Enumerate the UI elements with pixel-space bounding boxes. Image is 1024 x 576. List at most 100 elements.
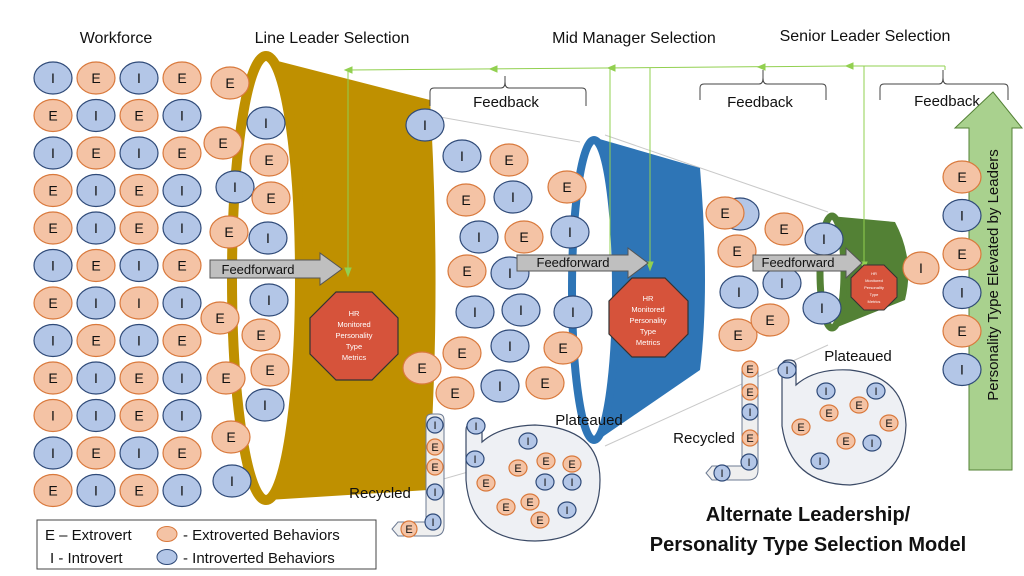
bubble-letter: I [565, 505, 568, 517]
bubble-letter: E [48, 483, 57, 499]
bubble-letter: E [482, 478, 489, 490]
bubble-letter: E [264, 152, 273, 168]
feedback-braces [429, 70, 1009, 106]
workforce-member: I [33, 136, 73, 170]
workforce-member: E [162, 436, 202, 470]
bubble-letter: E [177, 445, 186, 461]
bubble-letter: I [137, 258, 141, 274]
bubble-letter: I [508, 265, 512, 281]
bubble-letter: I [568, 224, 572, 240]
recycled-label-right: Recycled [673, 430, 735, 447]
bubble-letter: I [51, 408, 55, 424]
bubble-letter: I [267, 292, 271, 308]
workforce-member: E [119, 211, 159, 245]
bubble-letter: I [51, 145, 55, 161]
feedback-arrowhead [756, 63, 766, 71]
plateaued-member: I [810, 452, 830, 470]
extrovert-bubble: E [206, 361, 246, 395]
introvert-bubble: I [442, 139, 482, 173]
workforce-member: I [76, 361, 116, 395]
workforce-member: I [119, 61, 159, 95]
bubble-letter: I [263, 397, 267, 413]
legend-extrovert-swatch [156, 526, 178, 542]
bubble-letter: I [820, 300, 824, 316]
plateaued-label-left: Plateaued [555, 412, 623, 429]
heading-senior-leader-selection: Senior Leader Selection [780, 28, 951, 45]
extrovert-bubble: E [718, 318, 758, 352]
introvert-bubble: I [245, 388, 285, 422]
extrovert-bubble: E [249, 143, 289, 177]
bubble-letter: I [266, 230, 270, 246]
bubble-letter: E [542, 456, 549, 468]
bubble-letter: I [180, 408, 184, 424]
hr-octagon-line: HR [349, 309, 360, 318]
bubble-letter: I [748, 407, 751, 419]
extrovert-bubble: E [446, 183, 486, 217]
bubble-letter: I [137, 333, 141, 349]
workforce-member: E [33, 173, 73, 208]
bubble-letter: I [473, 304, 477, 320]
recycled-member: I [741, 403, 759, 421]
bubble-letter: I [571, 304, 575, 320]
bubble-letter: I [180, 370, 184, 386]
bubble-letter: E [134, 370, 143, 386]
introvert-bubble: I [762, 266, 802, 300]
hr-octagon-line: Metrics [636, 338, 660, 347]
extrovert-bubble: E [251, 181, 291, 215]
bubble-letter: E [48, 220, 57, 236]
introvert-bubble: I [480, 369, 520, 403]
bubble-letter: E [540, 375, 549, 391]
plateaued-label-right: Plateaued [824, 348, 892, 365]
bubble-letter: I [747, 457, 750, 469]
bubble-letter: E [855, 400, 862, 412]
extrovert-bubble: E [250, 353, 290, 387]
bubble-letter: E [405, 524, 412, 536]
bubble-letter: I [51, 445, 55, 461]
extrovert-bubble: E [200, 301, 240, 335]
bubble-letter: E [134, 108, 143, 124]
workforce-member: I [162, 211, 202, 245]
workforce-member: E [162, 136, 202, 170]
bubble-letter: E [825, 408, 832, 420]
plateaued-member: I [816, 382, 836, 400]
hr-octagon-line: Monitored [631, 305, 664, 314]
bubble-letter: I [874, 386, 877, 398]
workforce-member: E [119, 473, 159, 508]
legend-introverted-behaviors: - Introverted Behaviors [183, 550, 335, 567]
hr-octagon-line: Metrics [868, 299, 881, 304]
introvert-bubble: I [802, 291, 842, 325]
bubble-letter: E [48, 295, 57, 311]
introvert-bubble: I [719, 275, 759, 309]
bubble-letter: I [94, 370, 98, 386]
elevated-leader: E [942, 314, 982, 348]
bubble-letter: I [780, 275, 784, 291]
bubble-letter: E [91, 70, 100, 86]
plateaued-member: E [536, 452, 556, 470]
workforce-member: E [162, 323, 202, 358]
bubble-letter: I [870, 438, 873, 450]
feedforward-label: Feedforward [537, 255, 610, 270]
feedforward-arrow-senior-leader: Feedforward [752, 246, 863, 280]
extrovert-bubble: E [750, 303, 790, 337]
bubble-letter: E [48, 370, 57, 386]
plateaued-member: E [476, 474, 496, 492]
bubble-letter: E [457, 345, 466, 361]
bubble-letter: I [180, 220, 184, 236]
workforce-member: E [162, 248, 202, 283]
bubble-letter: E [746, 433, 753, 445]
workforce-member: I [76, 173, 116, 208]
bubble-letter: I [137, 145, 141, 161]
extrovert-bubble: E [435, 376, 475, 410]
bubble-letter: E [177, 258, 186, 274]
bubble-letter: E [779, 221, 788, 237]
bubble-letter: E [226, 429, 235, 445]
bubble-letter: I [460, 148, 464, 164]
bubble-letter: E [417, 360, 426, 376]
recycled-label-left: Recycled [349, 485, 411, 502]
recycled-member: E [400, 520, 418, 538]
bubble-letter: I [433, 487, 436, 499]
workforce-member: E [76, 248, 116, 283]
recycled-member: I [740, 453, 758, 471]
